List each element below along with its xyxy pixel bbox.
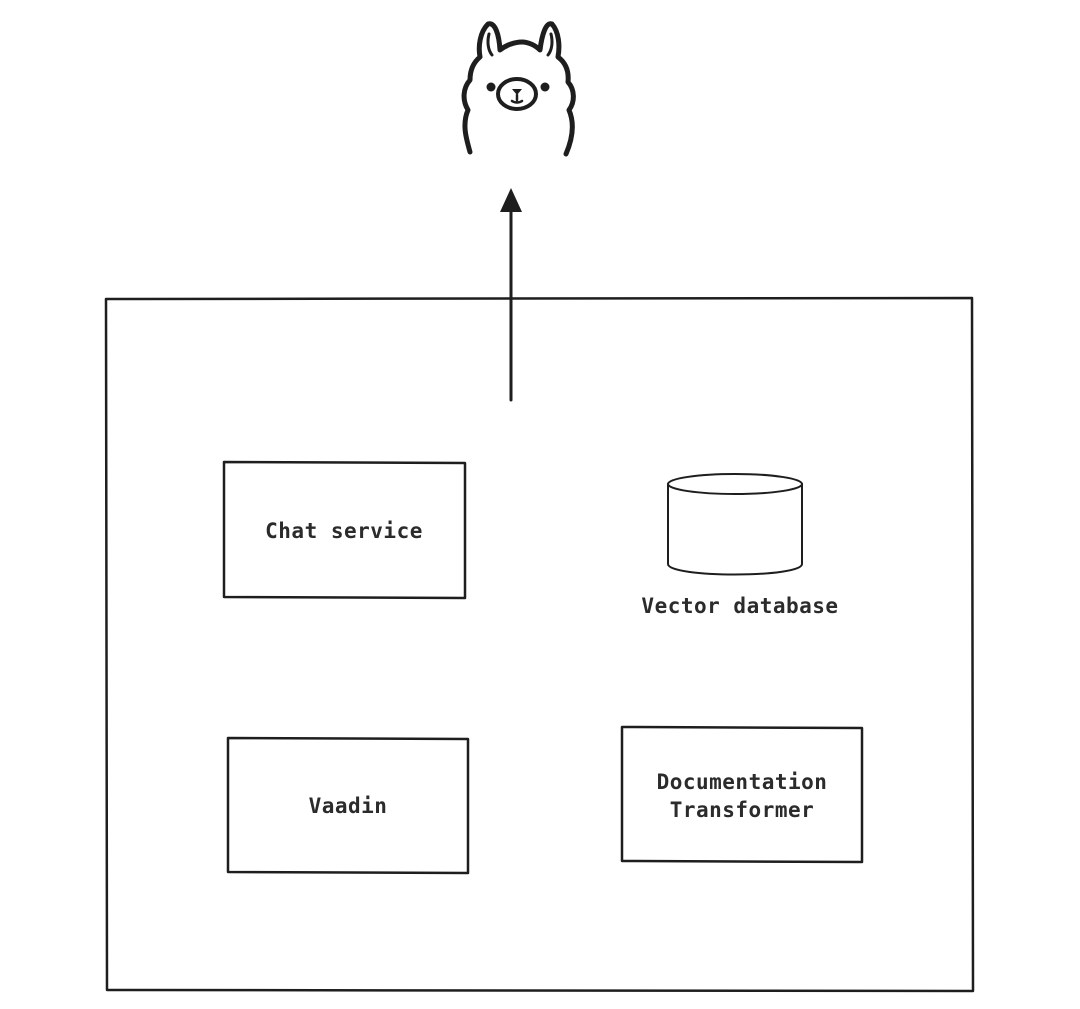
vector-database-node: Vector database [641, 473, 838, 618]
documentation-transformer-node: Documentation Transformer [620, 725, 864, 864]
vaadin-label: Vaadin [309, 794, 388, 818]
vaadin-node: Vaadin [226, 736, 470, 875]
system-boundary [104, 296, 975, 993]
chat-service-node: Chat service [222, 460, 467, 600]
vector-database-label: Vector database [641, 594, 838, 618]
llama-icon [461, 21, 576, 157]
chat-service-label: Chat service [265, 519, 423, 543]
documentation-transformer-label-line-2: Transformer [670, 798, 815, 822]
documentation-transformer-label-line-1: Documentation [657, 770, 828, 794]
arrow-head [500, 188, 522, 212]
